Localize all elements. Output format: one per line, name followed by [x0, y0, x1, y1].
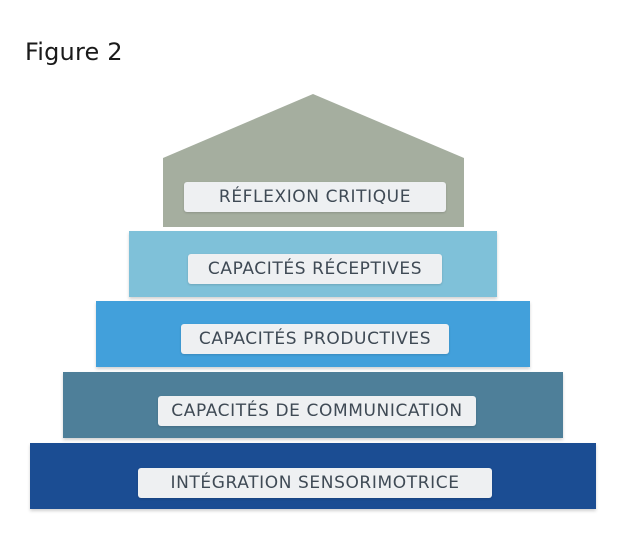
figure-title: Figure 2: [25, 38, 123, 66]
tier-label-capacites-de-communication: CAPACITÉS DE COMMUNICATION: [158, 396, 476, 426]
tier-label-integration-sensorimotrice: INTÉGRATION SENSORIMOTRICE: [138, 468, 492, 498]
tier-label-capacites-receptives: CAPACITÉS RÉCEPTIVES: [188, 254, 442, 284]
tier-label-capacites-productives: CAPACITÉS PRODUCTIVES: [181, 324, 449, 354]
tier-label-reflexion-critique: RÉFLEXION CRITIQUE: [184, 182, 446, 212]
